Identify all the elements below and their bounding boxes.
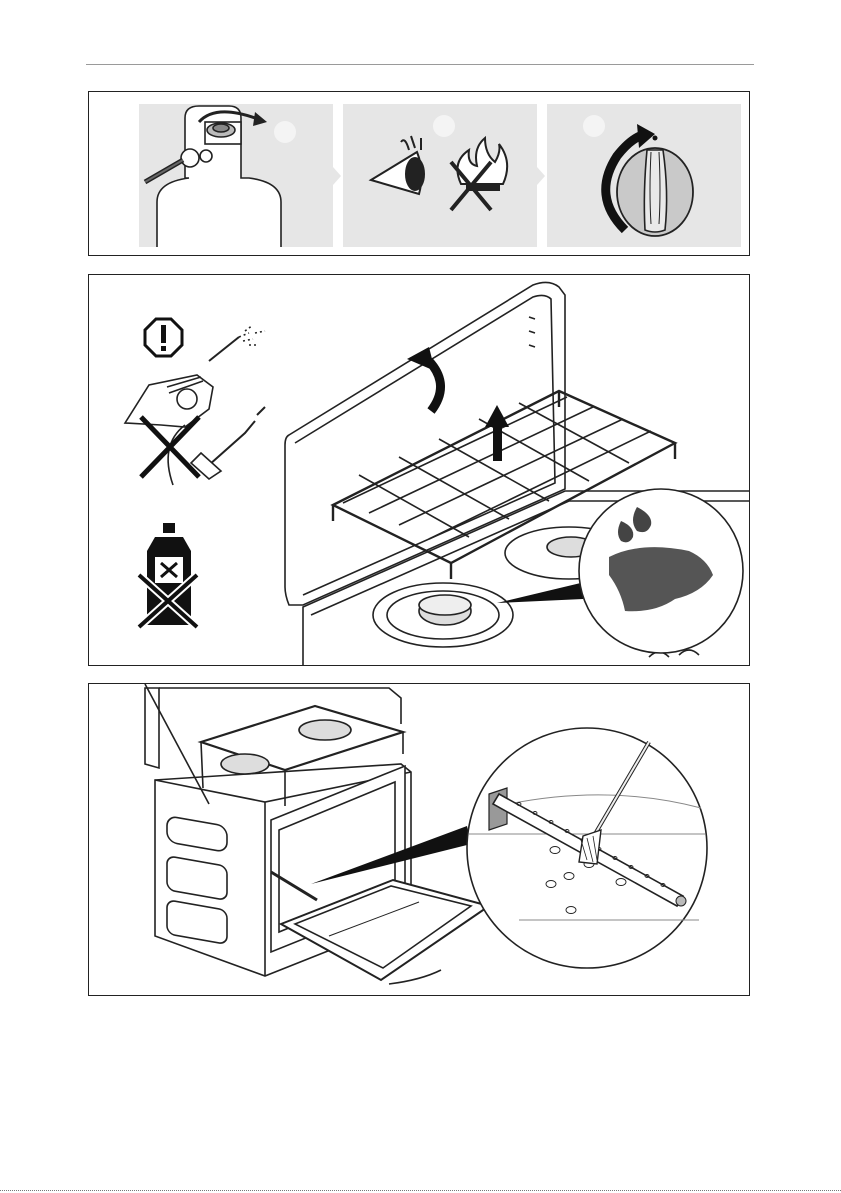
header-rule <box>86 64 754 65</box>
figure-oven-burner-cleaning <box>88 683 750 996</box>
step-number-1-circle <box>274 121 296 143</box>
step-2 <box>343 104 545 247</box>
step-number-3-circle <box>583 115 605 137</box>
step-3 <box>547 104 741 247</box>
figure-hob-cleaning <box>88 274 750 666</box>
no-pressure-washer-icon <box>125 325 265 485</box>
step-number-2-circle <box>433 115 455 137</box>
oven-cleaning-illustration <box>89 684 750 996</box>
step-1 <box>139 104 341 247</box>
wet-cloth-detail-icon <box>579 489 743 653</box>
no-aggressive-cleaner-icon <box>139 523 197 627</box>
burner-tube-brush-detail-icon <box>467 728 707 968</box>
oven-door-open-icon <box>145 688 489 984</box>
hob-cleaning-illustration <box>89 275 750 666</box>
footer-rule <box>0 1190 841 1191</box>
warning-icon <box>145 319 182 356</box>
startup-steps-illustration <box>89 92 750 256</box>
figure-gas-startup-steps <box>88 91 750 256</box>
